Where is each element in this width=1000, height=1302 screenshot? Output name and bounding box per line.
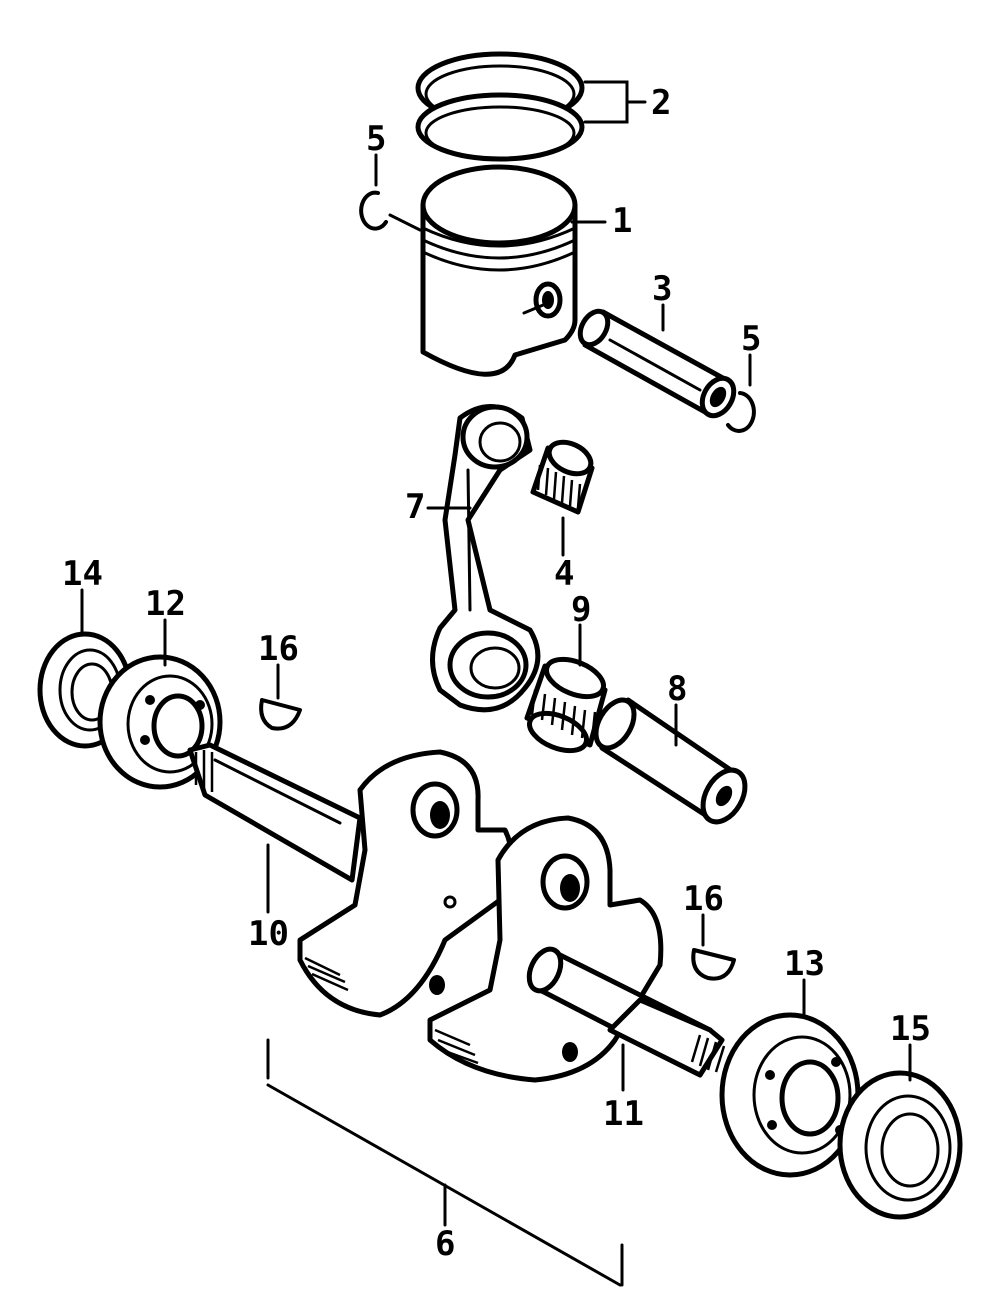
callout-13: 13 xyxy=(784,944,825,984)
callout-8: 8 xyxy=(667,669,687,709)
callout-5-top: 5 xyxy=(366,119,386,159)
bearing-right xyxy=(719,1012,861,1178)
circlip-left xyxy=(359,190,388,231)
crankshaft-left-half xyxy=(187,742,514,1018)
callout-15: 15 xyxy=(890,1009,931,1049)
piston-rings xyxy=(415,51,585,162)
callout-2: 2 xyxy=(651,83,671,123)
circlip-right xyxy=(726,391,756,433)
piston-pin xyxy=(577,308,737,419)
crankshaft-right-half xyxy=(427,815,726,1083)
callout-6: 6 xyxy=(435,1224,455,1264)
callout-7: 7 xyxy=(405,487,425,527)
connecting-rod xyxy=(430,404,541,713)
callout-labels: 2 1 5 3 5 7 4 9 8 14 12 16 10 16 13 15 1… xyxy=(62,83,931,1264)
leader-lines xyxy=(80,80,912,1092)
callout-9: 9 xyxy=(571,590,591,630)
callout-5-right: 5 xyxy=(741,319,761,359)
small-end-bearing xyxy=(530,439,595,515)
callout-3: 3 xyxy=(652,269,672,309)
callout-16-right: 16 xyxy=(683,879,724,919)
woodruff-key-right xyxy=(691,948,736,981)
big-end-bearing xyxy=(524,656,608,754)
piston xyxy=(420,164,578,377)
callout-1: 1 xyxy=(612,201,632,241)
crank-pin xyxy=(593,697,748,825)
callout-11: 11 xyxy=(603,1094,644,1134)
callout-4: 4 xyxy=(554,554,574,594)
callout-12: 12 xyxy=(145,584,186,624)
callout-10: 10 xyxy=(248,914,289,954)
assembly-bracket xyxy=(266,1038,624,1287)
woodruff-key-left xyxy=(259,698,302,731)
callout-16-left: 16 xyxy=(258,629,299,669)
oil-seal-right xyxy=(837,1070,963,1220)
callout-14: 14 xyxy=(62,554,103,594)
